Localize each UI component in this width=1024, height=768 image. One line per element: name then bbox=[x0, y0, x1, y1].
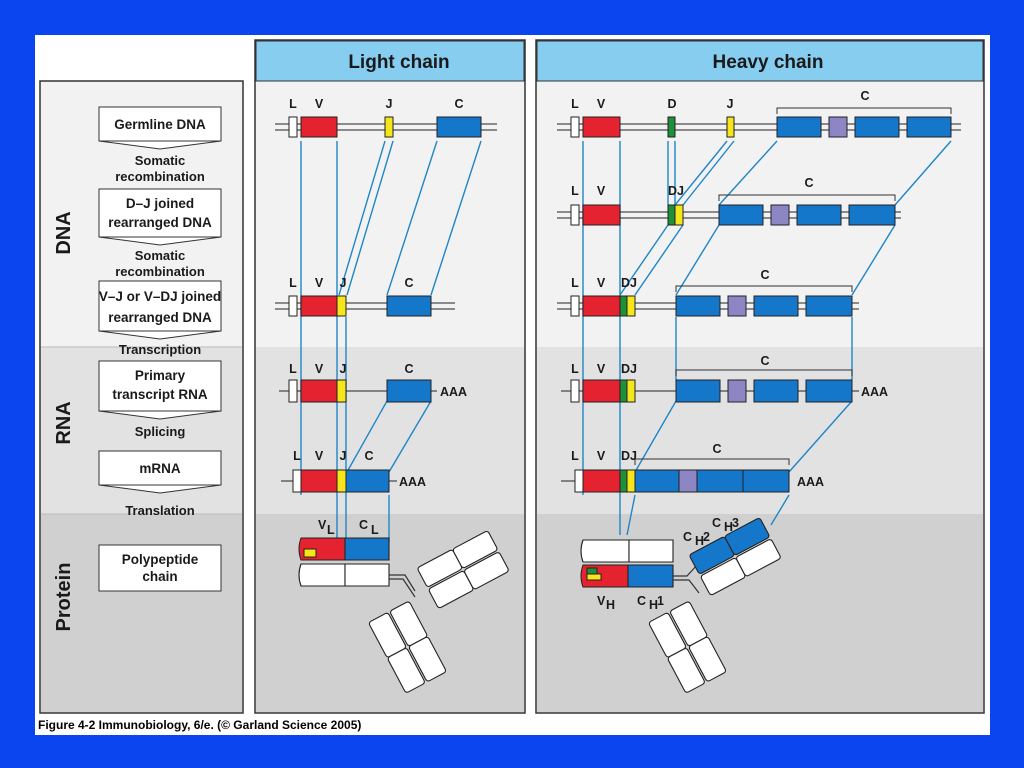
heavy-row-vdj: L V DJ C bbox=[557, 268, 859, 317]
label-ch3: C bbox=[712, 516, 721, 530]
label-J: J bbox=[340, 362, 347, 376]
light-chain-header: Light chain bbox=[348, 52, 449, 73]
heavy-row-germline: L V D J C bbox=[557, 89, 961, 138]
light-row-germline: L V J C bbox=[275, 97, 497, 138]
label-L: L bbox=[571, 97, 579, 111]
label-ch1-num: 1 bbox=[657, 594, 664, 608]
label-C: C bbox=[860, 89, 869, 103]
label-J: J bbox=[727, 97, 734, 111]
section-label-rna: RNA bbox=[53, 401, 75, 444]
label-C: C bbox=[404, 362, 413, 376]
label-V: V bbox=[315, 362, 324, 376]
transition-transcription: Transcription bbox=[119, 342, 201, 357]
label-L: L bbox=[571, 184, 579, 198]
heavy-row-primary: L V DJ C AAA bbox=[561, 354, 888, 403]
step-germline-dna: Germline DNA bbox=[114, 117, 206, 132]
label-C: C bbox=[760, 268, 769, 282]
label-V: V bbox=[597, 449, 606, 463]
label-AAA: AAA bbox=[440, 385, 467, 399]
label-ch2-sub: H bbox=[695, 534, 704, 548]
label-J: J bbox=[340, 276, 347, 290]
label-ch1-sub: H bbox=[649, 598, 658, 612]
label-V: V bbox=[597, 184, 606, 198]
light-row-primary: L V J C AAA bbox=[279, 362, 467, 403]
step-vj-joined-line2: rearranged DNA bbox=[108, 310, 212, 325]
heavy-chain-panel: Heavy chain L V bbox=[535, 39, 985, 714]
light-row-vj: L V J C bbox=[275, 276, 455, 317]
label-J: J bbox=[340, 449, 347, 463]
transition-translation: Translation bbox=[125, 503, 194, 518]
label-AAA: AAA bbox=[797, 475, 824, 489]
label-V: V bbox=[315, 276, 324, 290]
diagram-canvas: DNA RNA Protein Germline DNA Somatic rec… bbox=[38, 39, 985, 732]
label-L: L bbox=[571, 362, 579, 376]
label-vl: V bbox=[318, 518, 327, 532]
label-V: V bbox=[315, 97, 324, 111]
transition-somatic-2a: Somatic bbox=[135, 248, 186, 263]
label-vh-sub: H bbox=[606, 598, 615, 612]
heavy-chain-header: Heavy chain bbox=[713, 52, 824, 73]
label-DJ: DJ bbox=[621, 362, 637, 376]
section-label-dna: DNA bbox=[53, 211, 75, 254]
label-vh: V bbox=[597, 594, 606, 608]
label-ch3-sub: H bbox=[724, 520, 733, 534]
label-cl: C bbox=[359, 518, 368, 532]
label-L: L bbox=[571, 276, 579, 290]
label-cl-sub: L bbox=[371, 523, 379, 537]
label-L: L bbox=[289, 276, 297, 290]
light-row-mrna: L V J C AAA bbox=[281, 449, 426, 493]
label-D: D bbox=[667, 97, 676, 111]
label-vl-sub: L bbox=[327, 523, 335, 537]
label-L: L bbox=[289, 97, 297, 111]
step-dj-joined-line1: D–J joined bbox=[126, 196, 194, 211]
label-ch3-num: 3 bbox=[732, 516, 739, 530]
transition-splicing: Splicing bbox=[135, 424, 186, 439]
label-C: C bbox=[364, 449, 373, 463]
step-primary-line2: transcript RNA bbox=[112, 387, 208, 402]
transition-somatic-1a: Somatic bbox=[135, 153, 186, 168]
label-AAA: AAA bbox=[861, 385, 888, 399]
label-V: V bbox=[597, 276, 606, 290]
label-C: C bbox=[804, 176, 813, 190]
label-V: V bbox=[315, 449, 324, 463]
label-ch2: C bbox=[683, 530, 692, 544]
steps-panel: DNA RNA Protein Germline DNA Somatic rec… bbox=[39, 80, 244, 714]
section-label-protein: Protein bbox=[53, 563, 75, 632]
step-primary-line1: Primary bbox=[135, 368, 186, 383]
light-projections bbox=[300, 140, 482, 542]
heavy-row-mrna: L V DJ C AAA bbox=[561, 442, 824, 493]
label-C: C bbox=[760, 354, 769, 368]
transition-somatic-1b: recombination bbox=[115, 169, 205, 184]
label-DJ: DJ bbox=[668, 184, 684, 198]
label-AAA: AAA bbox=[399, 475, 426, 489]
step-vj-joined-line1: V–J or V–DJ joined bbox=[99, 289, 221, 304]
label-L: L bbox=[293, 449, 301, 463]
label-ch2-num: 2 bbox=[703, 530, 710, 544]
label-C: C bbox=[454, 97, 463, 111]
step-dj-joined-line2: rearranged DNA bbox=[108, 215, 212, 230]
label-V: V bbox=[597, 362, 606, 376]
figure: DNA RNA Protein Germline DNA Somatic rec… bbox=[35, 35, 990, 735]
label-DJ: DJ bbox=[621, 276, 637, 290]
light-chain-panel: Light chain L V J C bbox=[254, 39, 526, 714]
label-L: L bbox=[289, 362, 297, 376]
heavy-chain-protein: V H C H 1 C H 2 C H 3 bbox=[580, 516, 781, 693]
step-polypeptide-line1: Polypeptide bbox=[122, 552, 199, 567]
light-chain-protein: V L C L bbox=[298, 518, 509, 693]
transition-somatic-2b: recombination bbox=[115, 264, 205, 279]
label-DJ: DJ bbox=[621, 449, 637, 463]
step-polypeptide-line2: chain bbox=[142, 569, 177, 584]
heavy-row-dj: L V DJ C bbox=[557, 176, 901, 226]
label-L: L bbox=[571, 449, 579, 463]
figure-caption: Figure 4-2 Immunobiology, 6/e. (© Garlan… bbox=[38, 718, 361, 732]
label-J: J bbox=[386, 97, 393, 111]
label-C: C bbox=[712, 442, 721, 456]
label-V: V bbox=[597, 97, 606, 111]
label-ch1: C bbox=[637, 594, 646, 608]
step-mrna: mRNA bbox=[139, 461, 181, 476]
label-C: C bbox=[404, 276, 413, 290]
